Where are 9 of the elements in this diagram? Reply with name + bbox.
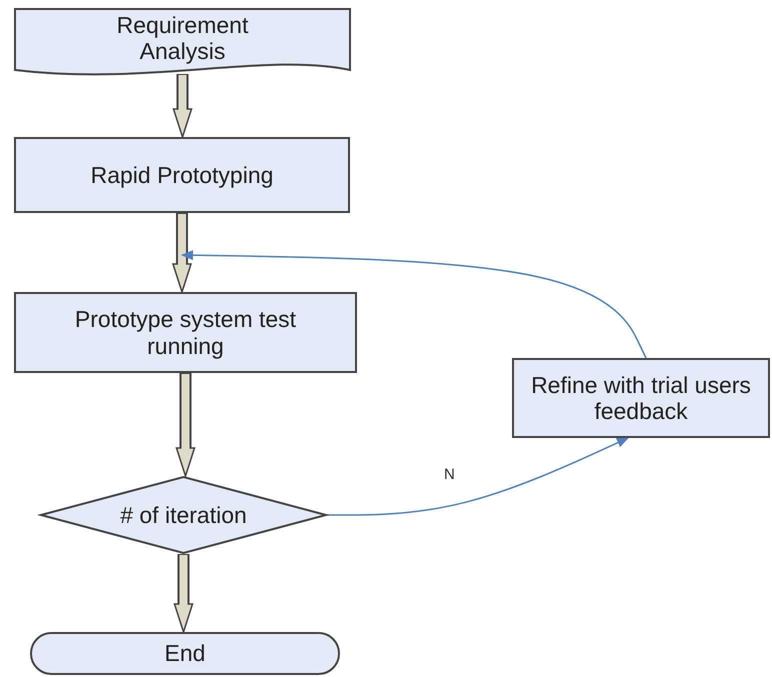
process-box [14, 292, 357, 373]
node-label: # of iteration [120, 502, 247, 528]
node-label: Prototype system test running [74, 306, 298, 359]
node-label: Rapid Prototyping [90, 162, 274, 188]
node-label: Refine with trial users feedback [530, 372, 752, 424]
process-box [14, 137, 350, 213]
process-box [512, 358, 770, 438]
node-label: End [164, 640, 206, 667]
node-label: Requirement Analysis [116, 12, 250, 64]
